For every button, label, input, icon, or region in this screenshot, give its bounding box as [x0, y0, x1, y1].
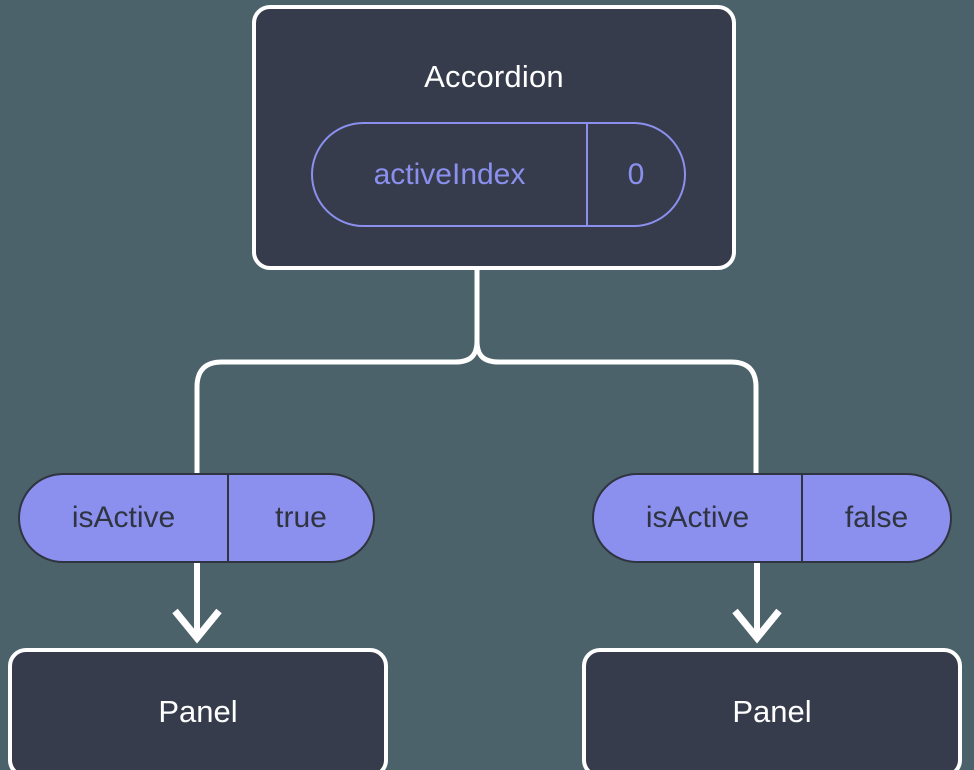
state-badge-value: 0: [586, 124, 684, 225]
panel-title-left: Panel: [158, 693, 238, 729]
panel-title-right: Panel: [732, 693, 812, 729]
state-badge-active-index[interactable]: activeIndex 0: [311, 122, 686, 227]
prop-badge-key-left: isActive: [71, 501, 176, 534]
panel-component-node-left[interactable]: Panel: [8, 648, 388, 770]
panel-component-node-right[interactable]: Panel: [582, 648, 962, 770]
prop-badge-key-right: isActive: [645, 501, 750, 534]
arrow-head-right: [732, 608, 782, 644]
prop-badge-value-right: false: [801, 475, 950, 561]
prop-badge-is-active-left[interactable]: isActive true: [18, 473, 375, 563]
state-badge-key: activeIndex: [373, 157, 526, 191]
accordion-title: Accordion: [424, 59, 564, 94]
accordion-component-node[interactable]: Accordion activeIndex 0: [252, 5, 736, 270]
connector-fork-left: [194, 340, 480, 476]
connector-fork-right: [474, 340, 759, 476]
arrow-head-left: [172, 608, 222, 644]
prop-badge-value-left: true: [227, 475, 373, 561]
prop-badge-is-active-right[interactable]: isActive false: [592, 473, 952, 563]
